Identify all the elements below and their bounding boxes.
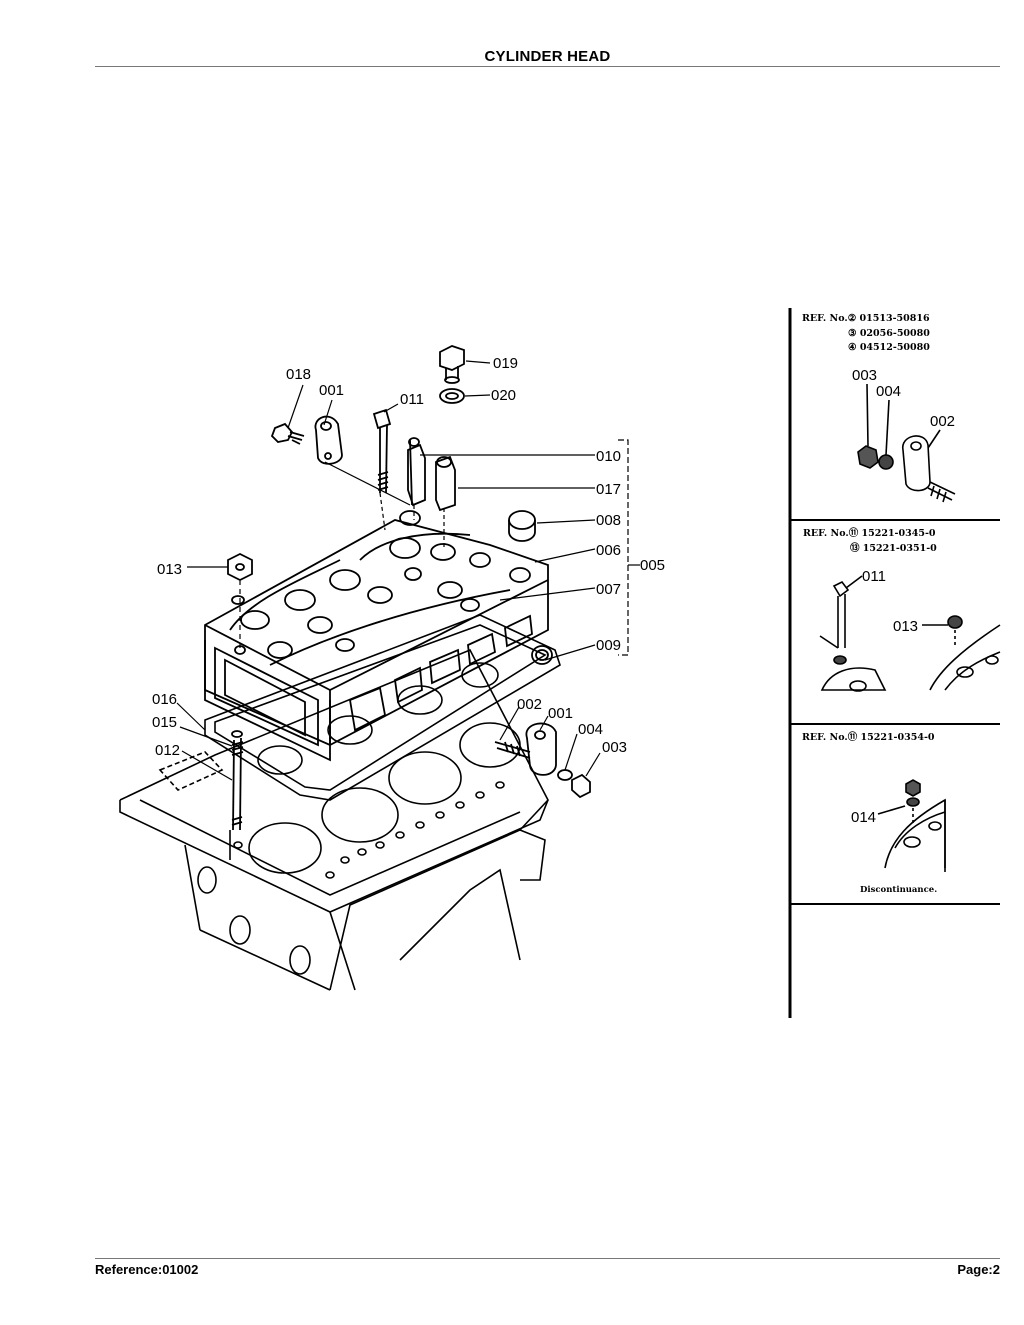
callout-007: 007 [596, 581, 621, 598]
callout-012: 012 [155, 742, 180, 759]
callout-006: 006 [596, 542, 621, 559]
footer-rule [95, 1258, 1000, 1259]
reference-label: Reference:01002 [95, 1262, 199, 1277]
callout-002: 002 [517, 696, 542, 713]
callout-013: 013 [157, 561, 182, 578]
plug-019 [439, 345, 465, 384]
hanger-001-top [314, 415, 343, 465]
callout-018: 018 [286, 366, 311, 383]
ref-panel-1: REF. No.② 01513-50816 ③ 02056-50080 ④ 04… [802, 313, 956, 503]
plug-008 [508, 510, 536, 542]
p3-callout-014: 014 [851, 809, 876, 826]
nozzle-010 [407, 437, 426, 507]
nozzle-017 [435, 455, 456, 512]
p1-callout-003: 003 [852, 367, 877, 384]
callout-008: 008 [596, 512, 621, 529]
page-title: CYLINDER HEAD [484, 48, 611, 65]
callout-016: 016 [152, 691, 177, 708]
discontinuance-note: Discontinuance. [860, 885, 937, 895]
callout-019: 019 [493, 355, 518, 372]
ref2-line-1: REF. No.⑪ 15221-0345-0 [803, 527, 936, 539]
ref-panel-3: REF. No.⑪ 15221-0354-0 014 Discontinuanc… [802, 731, 946, 895]
callout-017: 017 [596, 481, 621, 498]
callout-015: 015 [152, 714, 177, 731]
callout-004: 004 [578, 721, 603, 738]
stud-012 [231, 730, 244, 831]
callout-003: 003 [602, 739, 627, 756]
p2-callout-013: 013 [893, 618, 918, 635]
washer-020 [439, 388, 465, 404]
callout-010: 010 [596, 448, 621, 465]
engine-block [119, 648, 549, 991]
p1-callout-002: 002 [930, 413, 955, 430]
p2-callout-011: 011 [862, 568, 886, 585]
cylinder-head [204, 510, 553, 762]
callout-020: 020 [491, 387, 516, 404]
header-rule [95, 66, 1000, 67]
ref2-line-2: ⑬ 15221-0351-0 [850, 542, 937, 554]
leader-lines [176, 360, 640, 781]
bolt-018 [270, 422, 305, 445]
page-number: Page:2 [957, 1262, 1000, 1277]
p1-callout-004: 004 [876, 383, 901, 400]
side-hanger-assembly [494, 722, 591, 799]
callout-011: 011 [400, 391, 424, 408]
side-panels [788, 308, 1000, 1018]
head-bolt-011 [372, 408, 392, 494]
ref1-line-2: ③ 02056-50080 [848, 328, 930, 339]
callout-001-top: 001 [319, 382, 344, 399]
head-gasket [204, 614, 561, 801]
main-callouts: 018 001 011 019 020 010 017 008 006 005 … [152, 355, 665, 759]
ref1-line-3: ④ 04512-50080 [848, 342, 930, 353]
callout-009: 009 [596, 637, 621, 654]
callout-005: 005 [640, 557, 665, 574]
callout-001-side: 001 [548, 705, 573, 722]
ref-panel-2: REF. No.⑪ 15221-0345-0 ⑬ 15221-0351-0 01… [803, 527, 1001, 692]
ref1-line-1: REF. No.② 01513-50816 [802, 313, 930, 324]
nut-013 [227, 552, 253, 582]
ref3-line-1: REF. No.⑪ 15221-0354-0 [802, 731, 935, 743]
